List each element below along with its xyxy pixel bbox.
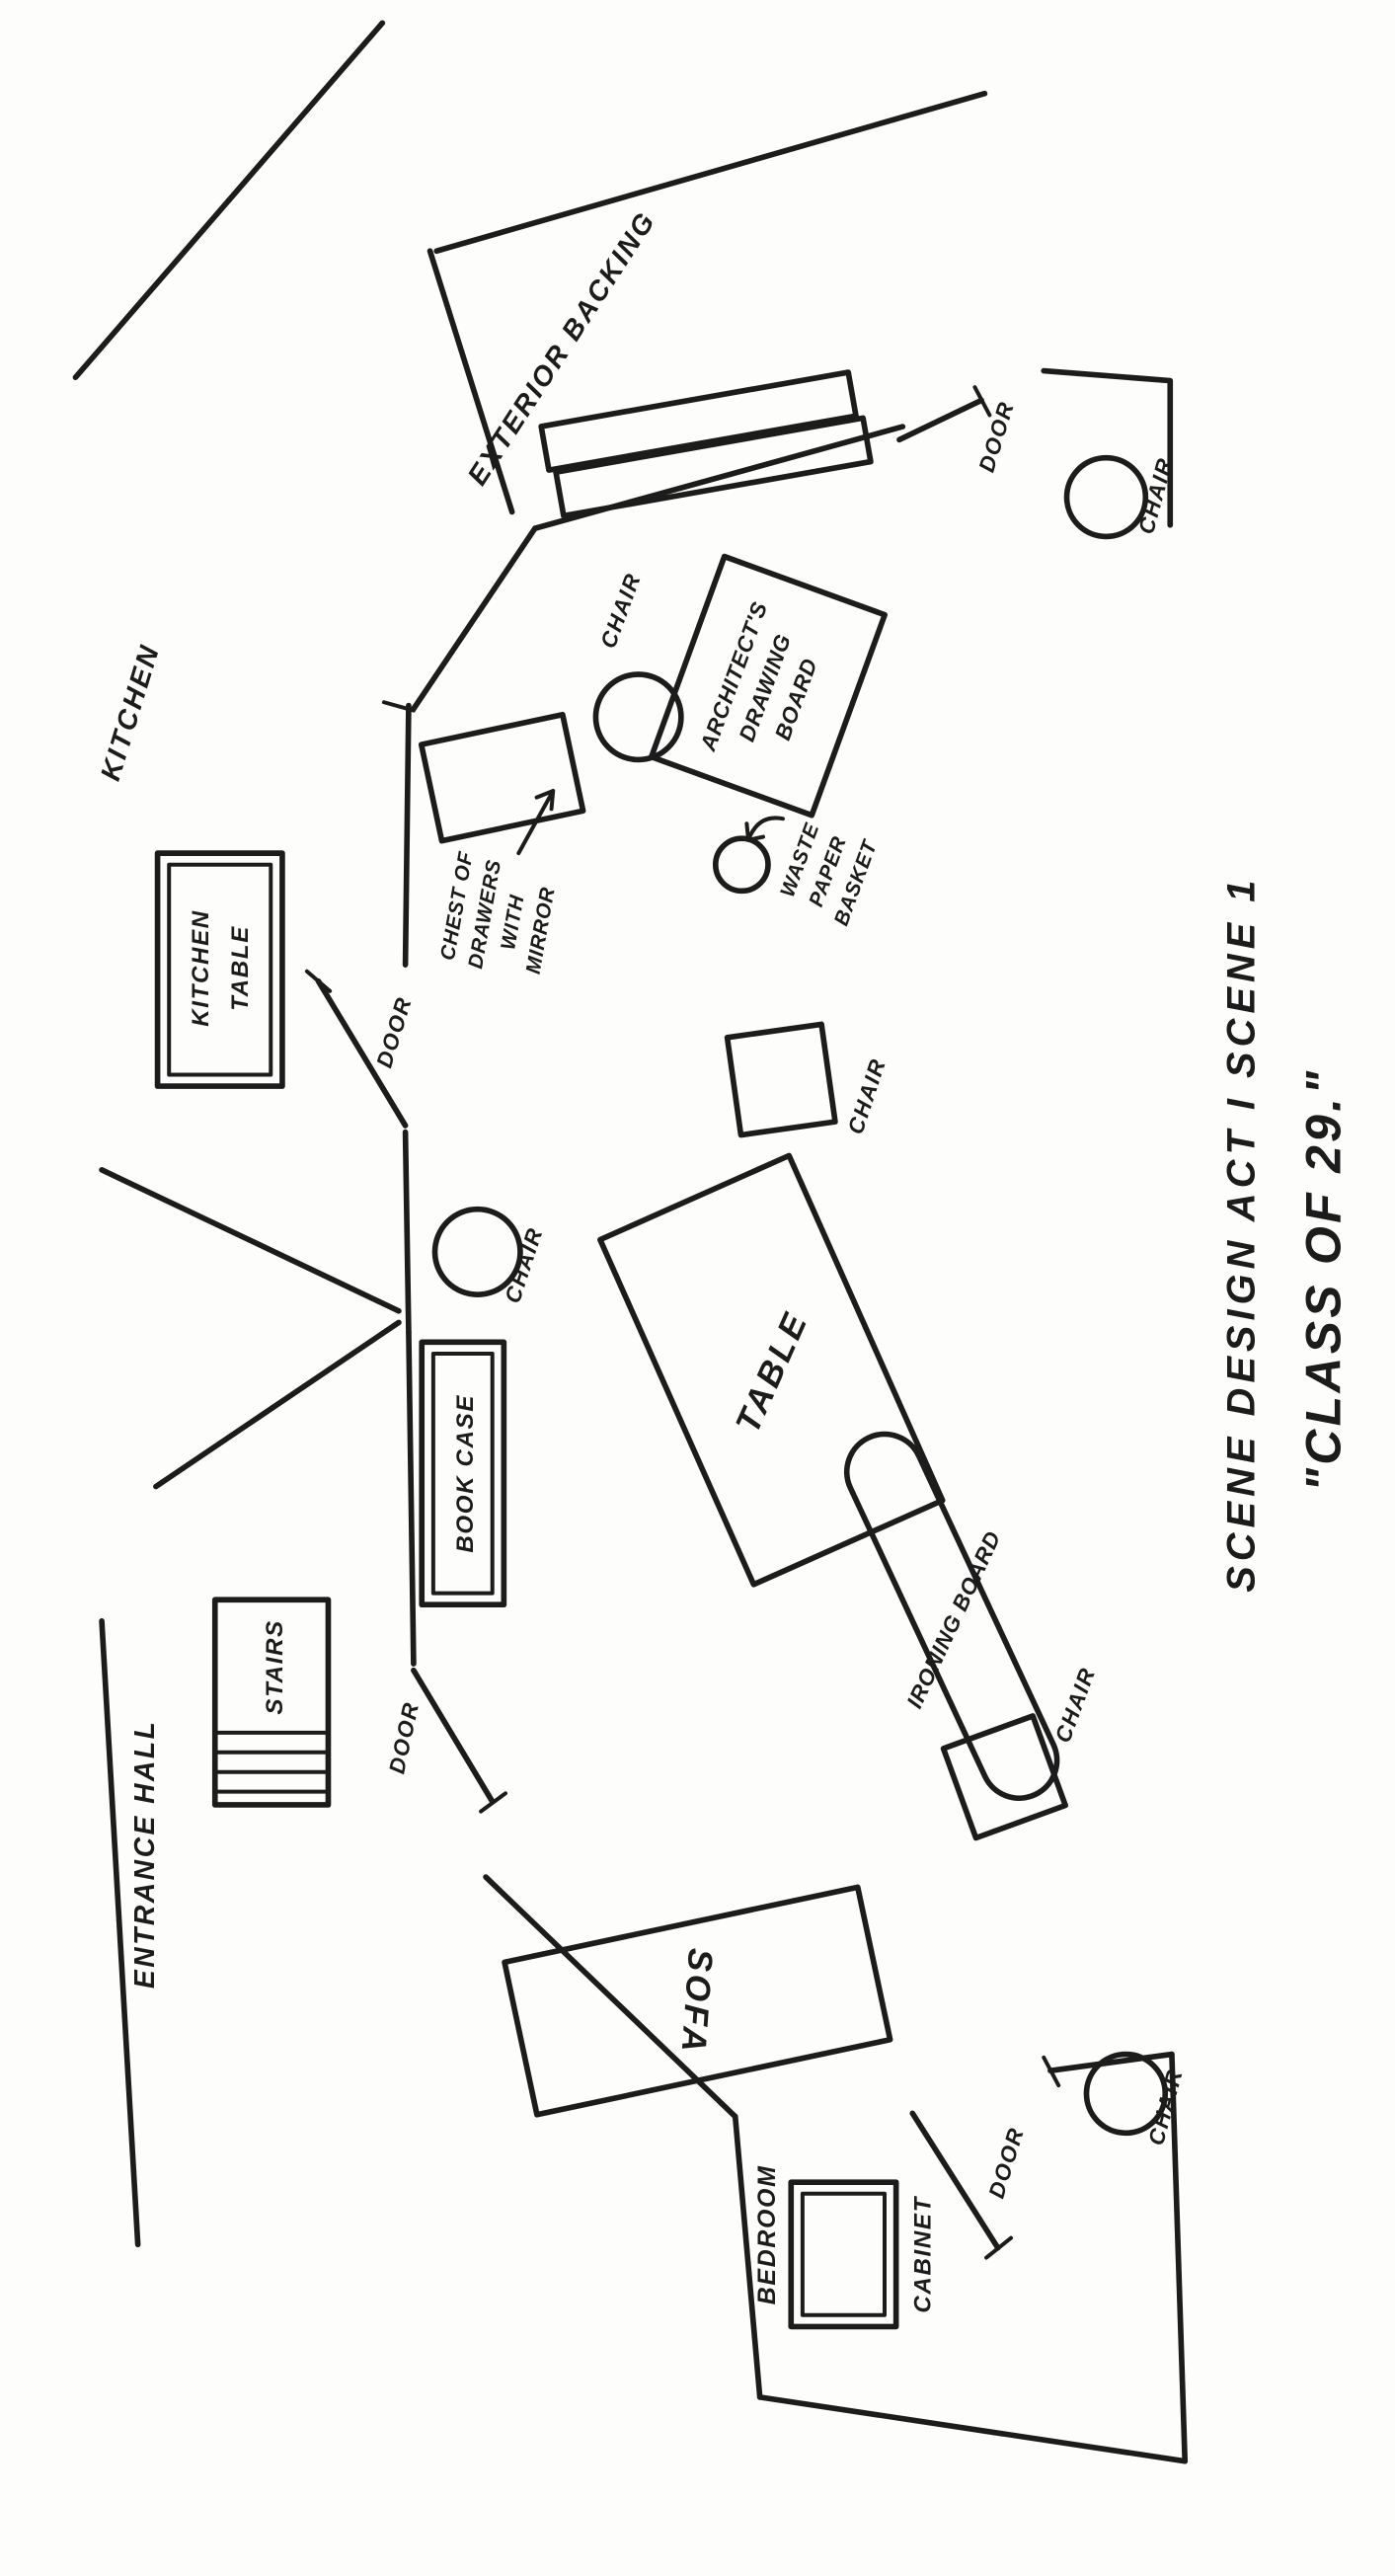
kitchen-table-inner <box>167 862 273 1077</box>
kitchen-hall-backing-upper <box>99 1167 402 1314</box>
drawing-board-outline <box>648 553 888 819</box>
bedroom-wall-stub <box>1047 2051 1175 2073</box>
bedroom-label: BEDROOM <box>753 2164 781 2304</box>
entrance-door-tick <box>479 1791 507 1814</box>
title-block: SCENE DESIGN ACT I SCENE 1 "CLASS OF 29.… <box>1220 876 1352 1593</box>
mirror-arrow <box>516 788 556 856</box>
sofa-wall <box>483 1874 738 2120</box>
backing-wall-top-right <box>1041 367 1174 528</box>
chair-label: CHAIR <box>500 1224 547 1306</box>
cabinet-inner <box>800 2191 888 2317</box>
kitchen-table-label: KITCHEN <box>188 909 214 1027</box>
book-case: BOOK CASE <box>419 1339 507 1608</box>
chair-label: CHAIR <box>1050 1664 1101 1746</box>
window-seat-outline <box>538 369 859 473</box>
walls <box>72 20 1189 2464</box>
chair-square <box>724 1021 838 1138</box>
cabinet: CABINET <box>788 2179 937 2330</box>
kitchen-door-tick <box>304 969 333 993</box>
chair-square <box>940 1713 1068 1841</box>
kitchen-table: KITCHEN TABLE <box>154 850 285 1089</box>
door-label: DOOR <box>372 993 418 1070</box>
entrance-hall-label: ENTRANCE HALL <box>128 1720 160 1989</box>
exterior-door-leaf <box>896 397 984 443</box>
studio-corner-wall <box>411 525 538 712</box>
door-labels: DOOR DOOR DOOR DOOR <box>372 398 1030 2201</box>
door-label: DOOR <box>984 2124 1030 2201</box>
exterior-backing-label: EXTERIOR BACKING <box>461 205 661 491</box>
exterior-backing-return-wall <box>426 248 515 515</box>
chairs: CHAIR CHAIR CHAIR CHAIR CHAIR CHAIR <box>431 454 1188 2147</box>
book-case-inner <box>430 1351 495 1596</box>
wall-end-tick <box>1042 2055 1061 2088</box>
ironing-board-outline <box>843 1431 1060 1801</box>
bedroom-wall-right <box>1169 2051 1189 2464</box>
kitchen-hall-backing-lower <box>153 1319 402 1490</box>
waste-basket-circle <box>712 835 771 895</box>
center-wall-lower <box>406 1329 417 1667</box>
kitchen-table-outline <box>154 850 285 1089</box>
chair-circle <box>431 1206 523 1297</box>
entrance-hall-backing <box>99 1618 141 2248</box>
chest-of-drawers-outline <box>418 711 586 844</box>
exterior-door-tick <box>972 385 992 418</box>
book-case-outline <box>419 1339 507 1608</box>
chair-label: CHAIR <box>595 570 646 652</box>
center-wall-upper <box>402 1129 412 1336</box>
table: TABLE <box>597 1152 946 1588</box>
waste-basket-arrow <box>744 816 785 842</box>
chair-circle <box>1083 2051 1169 2137</box>
chest-of-drawers-label: WITH <box>497 893 528 952</box>
bedroom-door-leaf <box>909 2110 1001 2251</box>
cabinet-outline <box>788 2179 899 2330</box>
chair-circle <box>1063 454 1149 540</box>
ironing-board-label: IRONING BOARD <box>902 1527 1006 1712</box>
waste-paper-basket: WASTE PAPER BASKET <box>712 816 883 929</box>
book-case-label: BOOK CASE <box>452 1394 479 1553</box>
kitchen-table-label: TABLE <box>227 925 254 1011</box>
window-seat-outline <box>553 415 874 519</box>
bedroom-wall-bottom <box>756 2394 1189 2464</box>
ironing-board: IRONING BOARD <box>843 1431 1060 1801</box>
doors <box>304 385 1014 2260</box>
sofa-label: SOFA <box>674 1947 720 2057</box>
kitchen-door-leaf <box>315 977 409 1129</box>
entrance-door-leaf <box>411 1667 496 1805</box>
stairs-outline <box>211 1597 332 1808</box>
chest-of-drawers: CHEST OF DRAWERS WITH MIRROR <box>418 711 586 976</box>
chair-label: CHAIR <box>1143 2066 1188 2147</box>
wall-end-tick <box>381 700 416 713</box>
sofa-outline <box>502 1884 893 2118</box>
masking-wall-top-left <box>72 20 386 381</box>
drawing-subtitle: "CLASS OF 29." <box>1295 1068 1351 1492</box>
chest-wall <box>402 702 412 968</box>
stairs-label: STAIRS <box>262 1619 288 1714</box>
door-label: DOOR <box>384 1699 424 1775</box>
stairs: STAIRS <box>211 1597 332 1808</box>
kitchen-label: KITCHEN <box>94 640 165 784</box>
bedroom-wall-left <box>732 2113 763 2400</box>
cabinet-label: CABINET <box>910 2195 937 2312</box>
door-label: DOOR <box>974 398 1020 475</box>
architects-drawing-board: ARCHITECT'S DRAWING BOARD <box>648 553 888 819</box>
bedroom-door-tick <box>984 2235 1014 2260</box>
window-seat <box>538 369 874 519</box>
drawing-title: SCENE DESIGN ACT I SCENE 1 <box>1220 876 1264 1593</box>
table-outline <box>597 1152 946 1588</box>
exterior-backing-wall <box>433 90 988 255</box>
chair-circle <box>592 671 684 763</box>
table-label: TABLE <box>729 1305 816 1439</box>
chair-label: CHAIR <box>843 1055 891 1137</box>
sofa: SOFA <box>502 1884 893 2118</box>
